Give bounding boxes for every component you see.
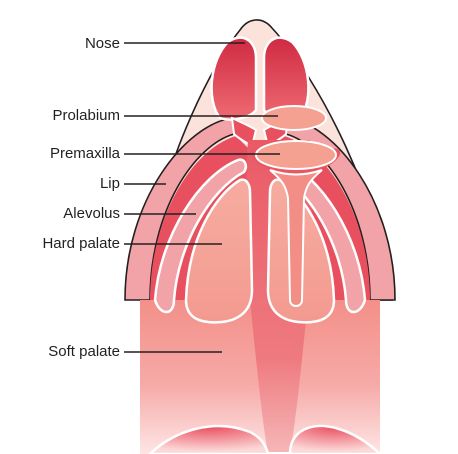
label-premaxilla-text: Premaxilla	[50, 145, 121, 162]
label-soft-palate-text: Soft palate	[48, 343, 120, 360]
label-hard-palate-text: Hard palate	[42, 235, 120, 252]
label-prolabium-text: Prolabium	[52, 107, 120, 124]
label-alveolus-text: Alevolus	[63, 205, 120, 222]
label-lip-text: Lip	[100, 175, 120, 192]
label-nose-text: Nose	[85, 35, 120, 52]
premaxilla-body	[256, 141, 336, 169]
prolabium	[262, 106, 326, 130]
nostril-left	[212, 38, 256, 120]
